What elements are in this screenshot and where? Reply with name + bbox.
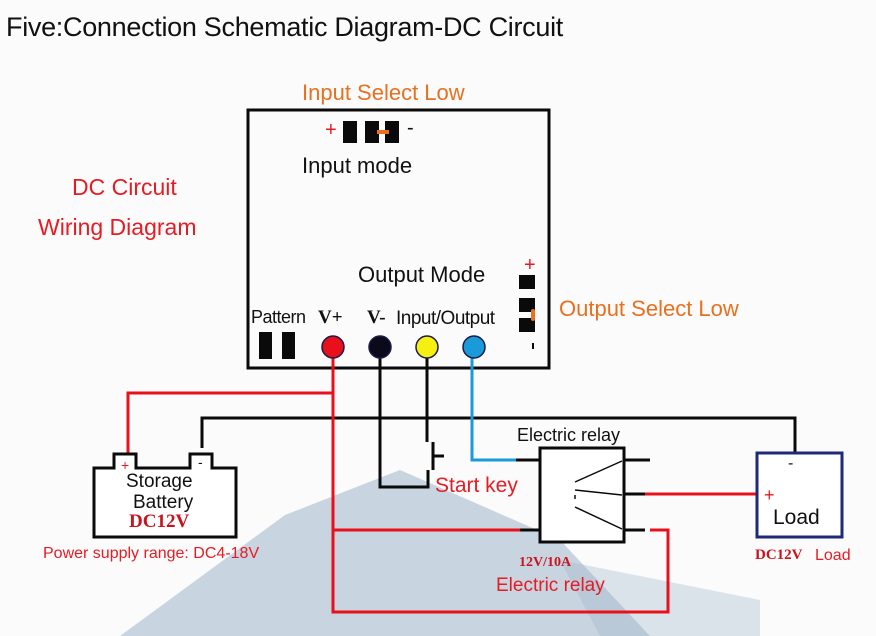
terminal-v-plus-label: V+	[318, 307, 343, 328]
wire-battery-positive	[126, 391, 333, 470]
load-minus-sign: -	[788, 455, 794, 472]
output-select-label: Output Select Low	[559, 296, 739, 321]
battery-voltage: DC12V	[129, 511, 190, 532]
wire-positive-loop	[331, 350, 670, 614]
terminal-v-minus-label: V-	[367, 307, 386, 328]
wire-negative-rail	[200, 416, 797, 455]
input-jumper-pin-1	[343, 121, 357, 143]
module-box	[246, 108, 551, 370]
load-label: Load	[773, 506, 820, 529]
input-jumper-cap	[377, 130, 389, 134]
relay-bottom-label: Electric relay	[496, 575, 605, 596]
relay-contact-1	[574, 460, 623, 483]
watermark-shape-2	[560, 560, 760, 636]
side-label-line2: Wiring Diagram	[38, 214, 197, 240]
pattern-label: Pattern	[251, 307, 306, 327]
relay-rating: 12V/10A	[519, 555, 572, 570]
terminal-signal-yellow	[415, 335, 439, 359]
relay-contact-2	[574, 489, 623, 496]
pattern-pin-1	[259, 332, 272, 359]
power-supply-range: Power supply range: DC4-18V	[43, 545, 260, 562]
output-jumper-pin-2	[519, 298, 535, 312]
input-plus-sign: +	[325, 119, 337, 141]
output-minus-mark	[532, 343, 534, 349]
input-mode-label: Input mode	[302, 153, 413, 178]
watermark-shape	[120, 470, 650, 636]
battery-minus-sign: -	[198, 454, 203, 470]
io-label: Input/Output	[396, 308, 495, 329]
battery-label-line2: Battery	[133, 492, 194, 513]
load-plus-sign: +	[764, 485, 775, 505]
output-plus-sign: +	[524, 254, 536, 276]
input-jumper-pin-3	[385, 121, 399, 143]
load-caption-text: Load	[815, 547, 851, 564]
pattern-pin-2	[282, 332, 295, 359]
start-key-label: Start key	[435, 474, 518, 497]
battery-plus-sign: +	[121, 457, 130, 473]
input-minus-sign: -	[407, 117, 414, 139]
battery-body	[92, 452, 238, 539]
relay-top-label: Electric relay	[517, 425, 621, 445]
relay-box	[538, 446, 626, 544]
terminal-signal-blue	[462, 335, 486, 359]
page-title: Five:Connection Schematic Diagram-DC Cir…	[6, 12, 563, 42]
input-select-label: Input Select Low	[302, 80, 465, 105]
load-box	[755, 451, 844, 539]
terminal-v-minus	[368, 335, 392, 359]
output-jumper-pin-1	[519, 275, 535, 289]
wire-v-minus	[378, 350, 430, 489]
side-label-line1: DC Circuit	[72, 174, 177, 200]
input-jumper-pin-2	[365, 121, 379, 143]
relay-contact-3	[574, 506, 623, 530]
output-mode-label: Output Mode	[358, 262, 486, 287]
output-jumper-pin-3	[519, 318, 535, 332]
output-jumper-cap	[531, 309, 535, 321]
battery-label-line1: Storage	[126, 471, 193, 492]
terminal-v-plus	[321, 335, 345, 359]
load-caption-voltage: DC12V	[755, 547, 803, 563]
